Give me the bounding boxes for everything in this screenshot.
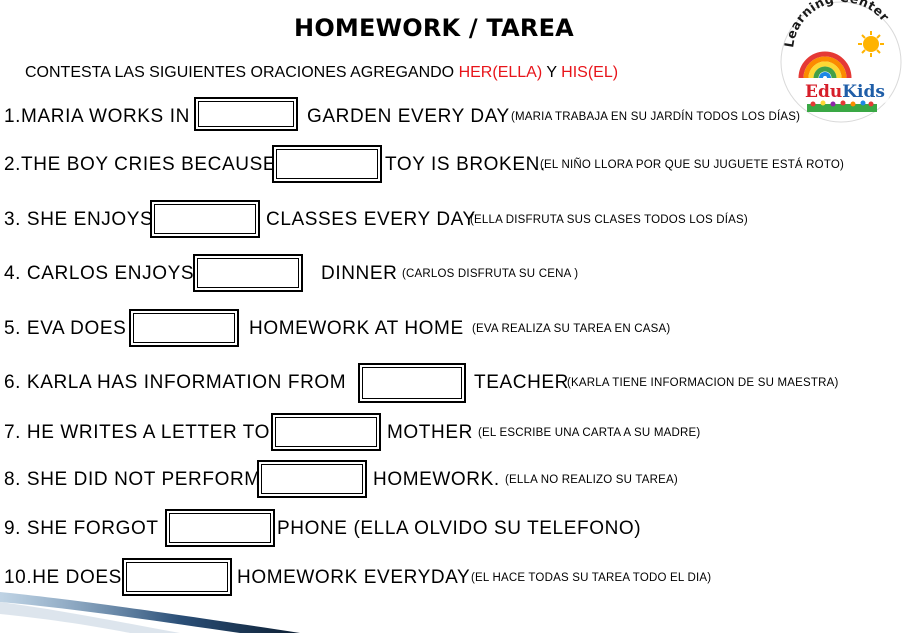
sentence-after: CLASSES EVERY DAY (266, 209, 476, 230)
answer-box-1[interactable] (194, 97, 298, 131)
sentence-before: 8. SHE DID NOT PERFORM (4, 469, 261, 490)
option-his: HIS(EL) (561, 64, 619, 81)
decorative-swoosh (0, 592, 300, 633)
sentence-translation: (KARLA TIENE INFORMACION DE SU MAESTRA) (567, 377, 839, 389)
sentence-after: TEACHER (474, 372, 569, 393)
sentence-before: 5. EVA DOES (4, 318, 127, 339)
sentence-before: 1.MARIA WORKS IN (4, 106, 190, 127)
answer-box-9[interactable] (165, 509, 275, 547)
rainbow-icon (798, 51, 852, 79)
option-her: HER(ELLA) (458, 64, 543, 81)
instruction-connector: Y (542, 64, 562, 81)
sentence-translation: (MARIA TRABAJA EN SU JARDÍN TODOS LOS DÍ… (511, 111, 801, 123)
instruction-text: CONTESTA LAS SIGUIENTES ORACIONES AGREGA… (25, 64, 459, 81)
logo-brand-kids: Kids (842, 82, 885, 102)
answer-box-4[interactable] (193, 254, 303, 292)
sentence-before: 4. CARLOS ENJOYS (4, 263, 195, 284)
sentence-before: 6. KARLA HAS INFORMATION FROM (4, 372, 347, 393)
answer-box-6[interactable] (358, 363, 466, 403)
sun-icon (858, 31, 884, 57)
sentence-before: 2.THE BOY CRIES BECAUSE (4, 154, 277, 175)
answer-box-2[interactable] (272, 145, 382, 183)
sentence-before: 9. SHE FORGOT (4, 518, 159, 539)
sentence-after: DINNER (321, 263, 398, 284)
logo-brand-edu: Edu (805, 82, 842, 102)
sentence-after: MOTHER (387, 422, 473, 443)
sentence-translation: (CARLOS DISFRUTA SU CENA ) (402, 268, 579, 280)
sentence-translation: (EL ESCRIBE UNA CARTA A SU MADRE) (478, 427, 701, 439)
sentence-after: PHONE (ELLA OLVIDO SU TELEFONO) (277, 518, 642, 539)
sentence-after: HOMEWORK AT HOME (249, 318, 464, 339)
sentence-after: TOY IS BROKEN. (385, 154, 546, 175)
sentence-translation: (EVA REALIZA SU TAREA EN CASA) (472, 323, 671, 335)
page-title: HOMEWORK / TAREA (294, 14, 574, 42)
answer-box-7[interactable] (271, 413, 381, 451)
answer-box-8[interactable] (257, 460, 367, 498)
answer-box-5[interactable] (129, 309, 239, 347)
sentence-before: 3. SHE ENJOYS (4, 209, 154, 230)
edukids-logo: Learning Center EduKids (779, 0, 903, 124)
svg-text:EduKids: EduKids (805, 82, 885, 102)
sentence-before: 10.HE DOES (4, 567, 122, 588)
sentence-after: GARDEN EVERY DAY (307, 106, 510, 127)
sentence-translation: (EL NIÑO LLORA POR QUE SU JUGUETE ESTÁ R… (540, 159, 845, 171)
answer-box-10[interactable] (122, 558, 232, 596)
sentence-translation: (ELLA DISFRUTA SUS CLASES TODOS LOS DÍAS… (470, 214, 748, 226)
sentence-after: HOMEWORK. (373, 469, 500, 490)
sentence-translation: (EL HACE TODAS SU TAREA TODO EL DIA) (471, 572, 712, 584)
instructions: CONTESTA LAS SIGUIENTES ORACIONES AGREGA… (25, 64, 618, 82)
sentence-after: HOMEWORK EVERYDAY (237, 567, 471, 588)
sentence-before: 7. HE WRITES A LETTER TO (4, 422, 271, 443)
answer-box-3[interactable] (150, 200, 260, 238)
sentence-translation: (ELLA NO REALIZO SU TAREA) (505, 474, 678, 486)
flowers-icon (807, 100, 877, 112)
